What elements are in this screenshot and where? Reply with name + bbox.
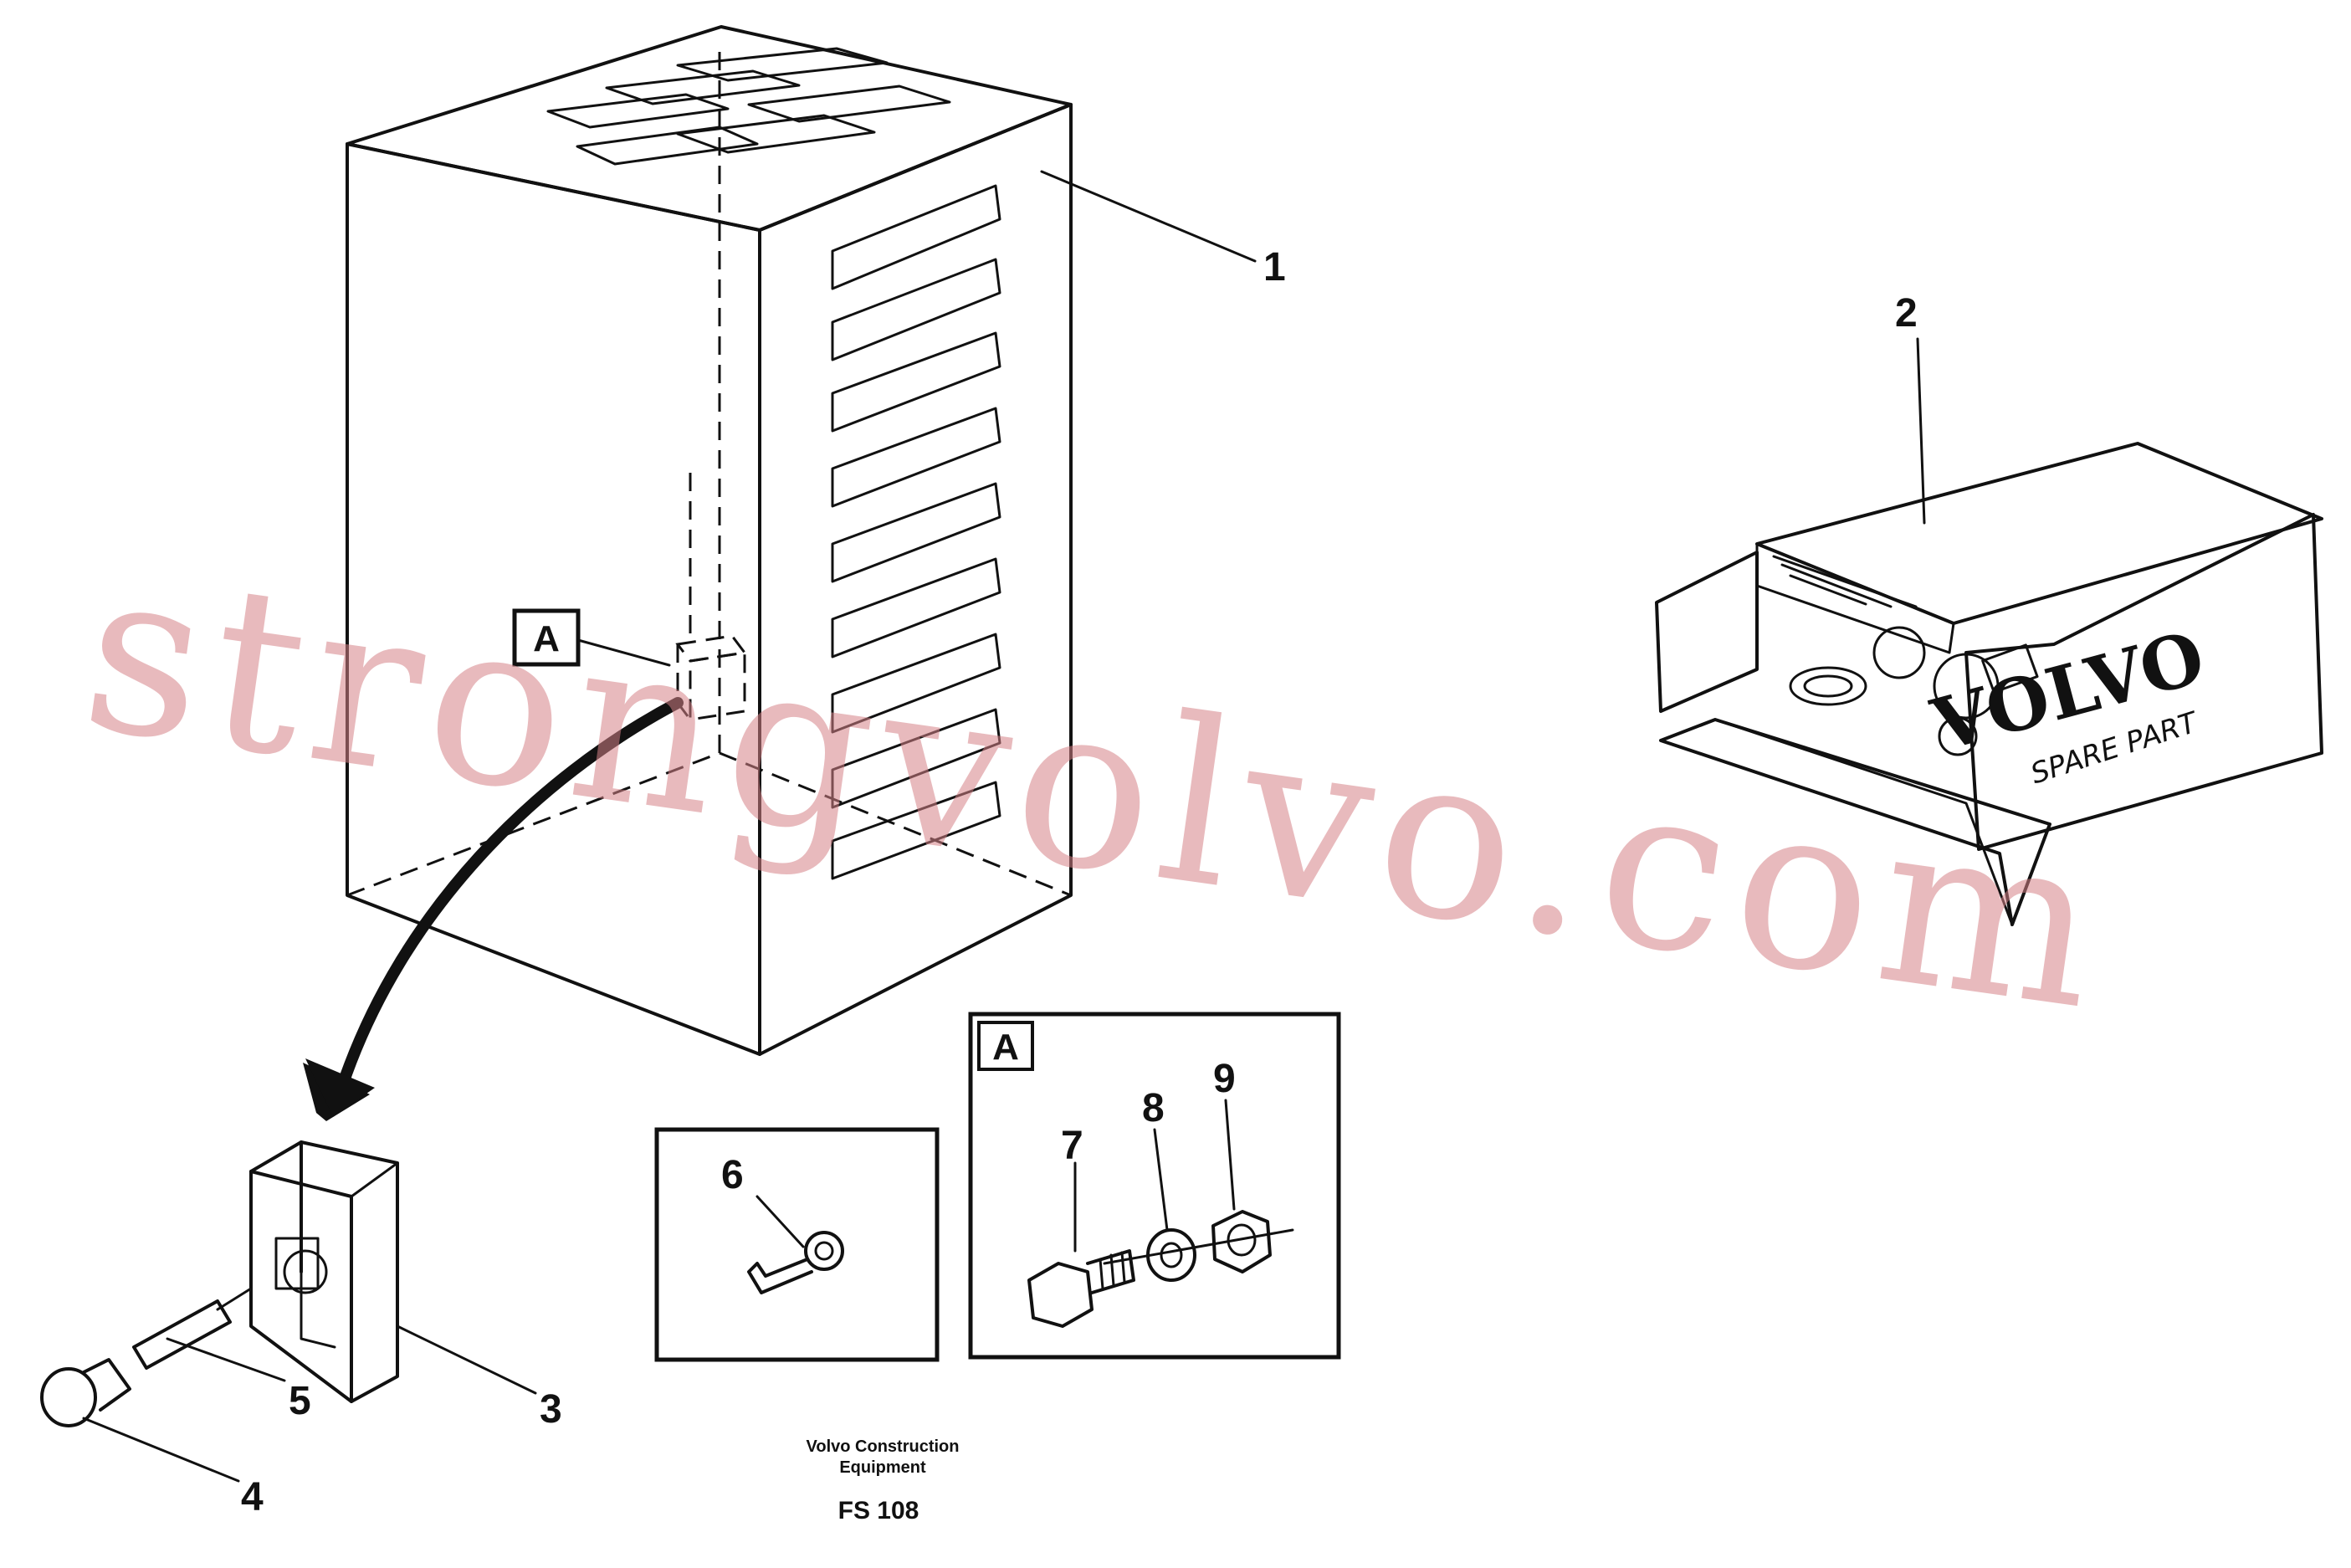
callout-6: 6 bbox=[721, 1153, 744, 1197]
callout-9: 9 bbox=[1213, 1057, 1236, 1101]
detail-marker-a: A bbox=[512, 608, 671, 667]
footer-code: FS 108 bbox=[838, 1497, 919, 1524]
callout-1: 1 bbox=[1263, 245, 1286, 290]
fuse bbox=[132, 1287, 253, 1370]
callout-numbers: 1 2 3 4 5 6 7 8 9 bbox=[241, 245, 1918, 1519]
footer-line-2: Equipment bbox=[839, 1458, 926, 1477]
callout-7: 7 bbox=[1061, 1124, 1083, 1168]
footer-line-1: Volvo Construction bbox=[807, 1437, 960, 1456]
callout-5: 5 bbox=[289, 1379, 311, 1423]
curved-arrow bbox=[303, 697, 684, 1121]
interior-hatching bbox=[1772, 555, 1918, 608]
callout-2: 2 bbox=[1895, 291, 1918, 336]
detail-marker-label: A bbox=[533, 618, 560, 659]
callout-8: 8 bbox=[1142, 1086, 1165, 1130]
bolt bbox=[1027, 1249, 1135, 1328]
washer bbox=[1146, 1228, 1196, 1282]
nut bbox=[1211, 1210, 1272, 1273]
detail-box-a: A bbox=[968, 1012, 1341, 1360]
callout-4: 4 bbox=[241, 1475, 264, 1519]
callout-3: 3 bbox=[540, 1387, 562, 1432]
footer: Volvo Construction Equipment FS 108 bbox=[807, 1437, 960, 1524]
fuse-cap bbox=[40, 1358, 131, 1427]
side-louvres bbox=[831, 184, 1001, 880]
watermark: strongvolvo.com bbox=[70, 517, 2123, 1062]
detail-box-key bbox=[654, 1127, 940, 1362]
leader-lines bbox=[82, 170, 1926, 1483]
detail-box-a-label: A bbox=[992, 1027, 1019, 1068]
key-icon bbox=[747, 1231, 844, 1294]
fuse-holder bbox=[249, 1140, 399, 1403]
top-vents bbox=[546, 47, 951, 166]
cabinet-box bbox=[346, 25, 1073, 1056]
interior-parts bbox=[1789, 626, 2039, 756]
